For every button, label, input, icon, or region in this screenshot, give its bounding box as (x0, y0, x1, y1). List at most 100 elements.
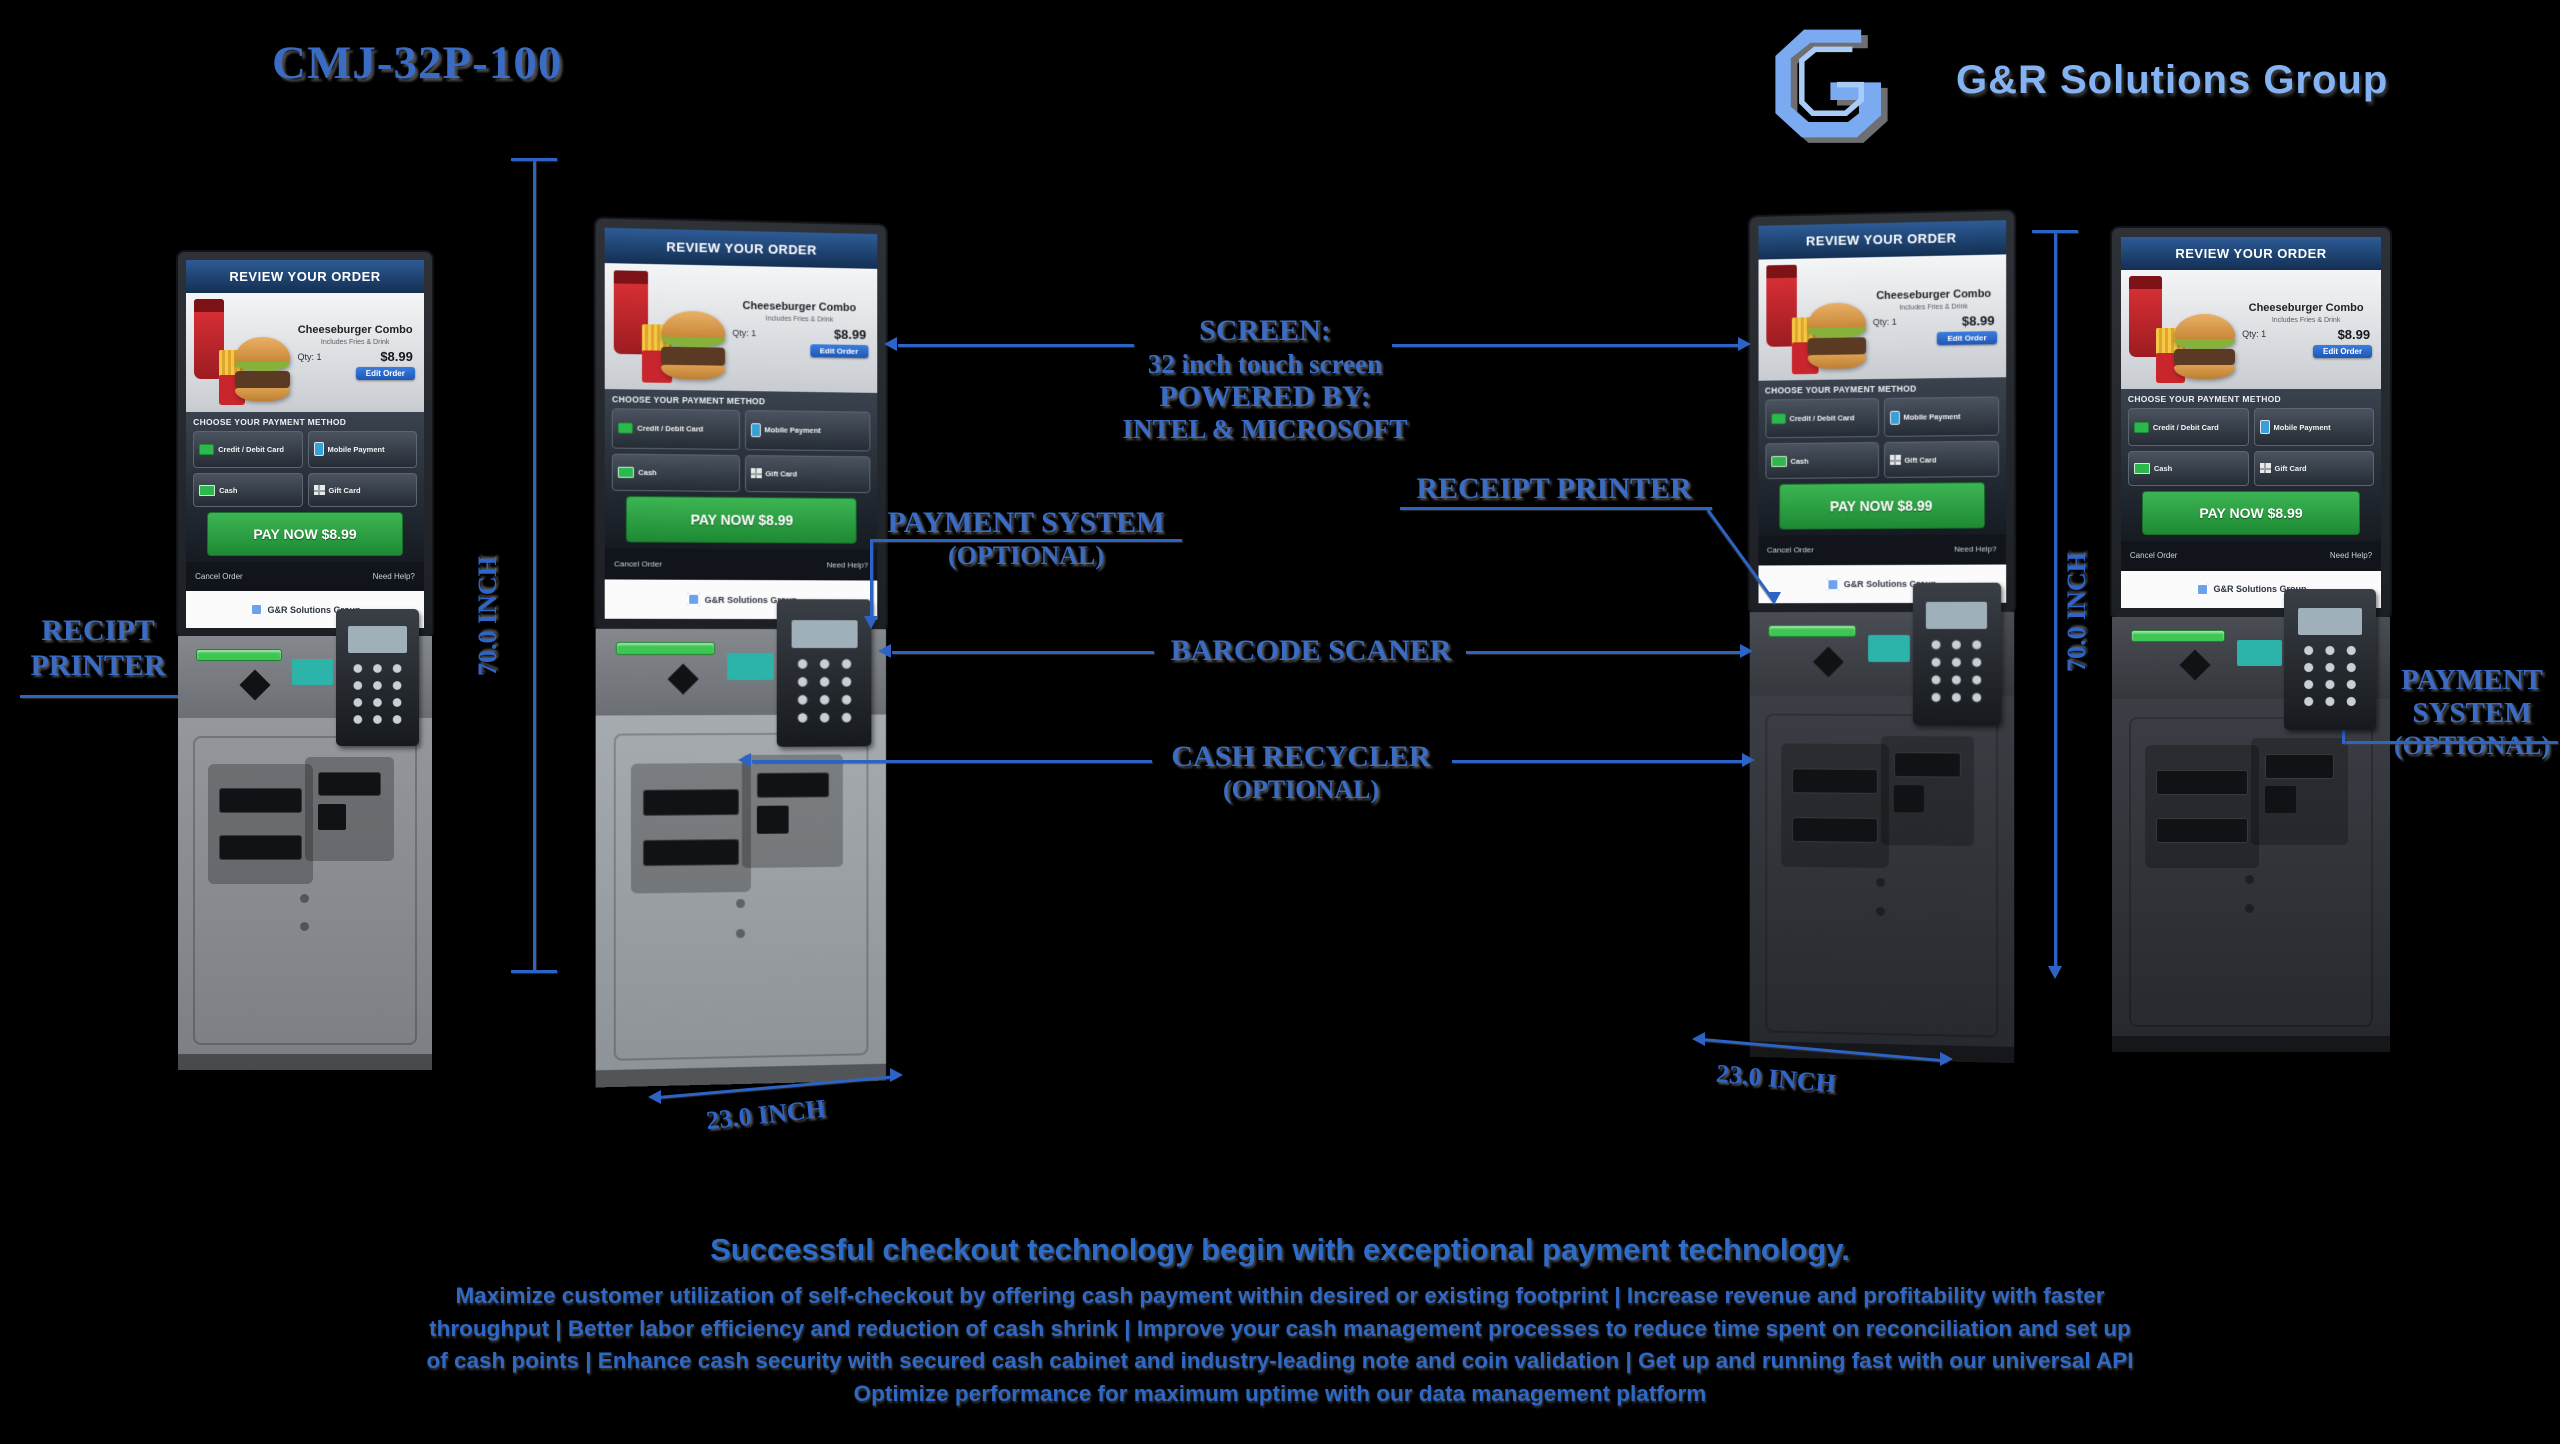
kiosk-screen-bezel: REVIEW YOUR ORDER Cheeseb (178, 252, 432, 636)
footer-line-1: Maximize customer utilization of self-ch… (70, 1280, 2490, 1313)
burger-bun-top (2174, 314, 2235, 339)
coin-module (1881, 736, 1974, 845)
item-price: $8.99 (2338, 327, 2371, 342)
dimension-arrow-width-left-b (890, 1068, 903, 1082)
dimension-arrow-width-left-a (648, 1090, 661, 1104)
footer-heading: Successful checkout technology begin wit… (70, 1232, 2490, 1268)
payment-credit-debit-button: Credit / Debit Card (1765, 398, 1879, 438)
burger-patty (1808, 338, 1866, 356)
kiosk-plinth (1750, 1041, 2015, 1063)
kiosk-screen: REVIEW YOUR ORDER Cheeseb (186, 260, 424, 628)
arrow-head-cash-right (1742, 753, 1755, 767)
payment-credit-debit-label: Credit / Debit Card (1789, 413, 1854, 423)
burger-patty (2174, 349, 2235, 366)
item-name: Cheeseburger Combo (295, 324, 414, 336)
pay-now-row: PAY NOW $8.99 (612, 495, 870, 544)
gr-logo-icon (2196, 583, 2209, 596)
barcode-scanner-pad (1868, 635, 1910, 662)
dimension-width-label-left: 23.0 INCH (705, 1094, 827, 1136)
order-info: Cheeseburger Combo Includes Fries & Drin… (730, 270, 871, 389)
payment-section: CHOOSE YOUR PAYMENT METHOD Credit / Debi… (186, 412, 424, 562)
payment-method-grid: Credit / Debit Card Mobile Payment Cash (1765, 396, 1999, 479)
callout-cash-line1: CASH RECYCLER (1150, 740, 1452, 775)
payment-credit-debit-button: Credit / Debit Card (2128, 408, 2249, 446)
need-help-link: Need Help? (373, 572, 415, 581)
screen-header: REVIEW YOUR ORDER (605, 228, 877, 269)
item-description: Includes Fries & Drink (295, 339, 414, 346)
burger-bun-bottom (235, 388, 291, 402)
arrow-line-screen-left (898, 344, 1134, 347)
payment-cash-button: Cash (1765, 442, 1879, 479)
payment-mobile-button: Mobile Payment (2254, 408, 2375, 446)
kiosk-screen-bezel: REVIEW YOUR ORDER Cheeseb (2112, 228, 2390, 617)
bill-slot (643, 839, 739, 866)
arrow-line-barcode-right (1466, 651, 1742, 654)
screen-header-title: REVIEW YOUR ORDER (229, 269, 380, 284)
credit-card-icon (618, 423, 633, 434)
payment-gift-button: Gift Card (744, 455, 870, 493)
terminal-screen (2298, 608, 2362, 635)
callout-payment-right-line3: (OPTIONAL) (2386, 731, 2558, 761)
coin-return (2265, 786, 2296, 813)
gr-solutions-logo-icon (1760, 12, 1892, 144)
cash-icon (199, 485, 215, 496)
payment-gift-button: Gift Card (308, 473, 417, 507)
dimension-cap-bottom-left (511, 970, 557, 973)
burger-icon (235, 337, 291, 405)
kiosk-screen: REVIEW YOUR ORDER Cheeseb (605, 228, 877, 619)
kiosk-1-front-left: REVIEW YOUR ORDER Cheeseb (178, 252, 432, 1070)
burger-icon (2174, 314, 2235, 383)
gift-card-icon (2260, 463, 2271, 473)
screen-header: REVIEW YOUR ORDER (1758, 220, 2006, 260)
order-info: Cheeseburger Combo Includes Fries & Drin… (2240, 274, 2375, 385)
item-price: $8.99 (1962, 313, 1995, 329)
receipt-printer-slot (2131, 630, 2225, 642)
kiosk-screen-bezel: REVIEW YOUR ORDER Cheeseb (1750, 211, 2015, 612)
payment-cash-label: Cash (1790, 456, 1808, 465)
screen-header-title: REVIEW YOUR ORDER (666, 240, 816, 258)
diamond-decal (667, 664, 698, 695)
coin-module (305, 757, 394, 861)
arrow-line-payment-center (870, 539, 873, 619)
callout-payment-right-line1: PAYMENT (2386, 664, 2558, 697)
payment-method-grid: Credit / Debit Card Mobile Payment Cash (2128, 408, 2374, 485)
payment-terminal (1913, 583, 2001, 726)
underline-receipt-right (1400, 507, 1712, 510)
burger-lettuce (235, 362, 291, 372)
payment-mobile-label: Mobile Payment (2274, 423, 2331, 432)
terminal-screen (1926, 601, 1987, 628)
kiosk-screen: REVIEW YOUR ORDER Cheeseb (1758, 220, 2006, 604)
arrow-head-payment-center (864, 616, 878, 629)
payment-terminal (2284, 589, 2376, 730)
payment-mobile-label: Mobile Payment (1903, 412, 1960, 422)
order-section: Cheeseburger Combo Includes Fries & Drin… (605, 263, 877, 392)
bill-slot (643, 789, 739, 816)
item-description: Includes Fries & Drink (730, 315, 868, 325)
kiosk-2-angled-light: REVIEW YOUR ORDER Cheeseb (596, 219, 886, 1088)
callout-receipt-printer-right: RECEIPT PRINTER (1398, 472, 1710, 507)
mobile-payment-icon (314, 442, 324, 456)
need-help-link: Need Help? (2330, 551, 2372, 560)
screen-header: REVIEW YOUR ORDER (186, 260, 424, 293)
payment-method-heading: CHOOSE YOUR PAYMENT METHOD (2128, 394, 2374, 404)
callout-receipt-left-line2: PRINTER (18, 649, 178, 684)
payment-gift-label: Gift Card (1904, 455, 1936, 464)
cash-recycler-unit (2145, 745, 2259, 868)
screen-footer: Cancel Order Need Help? (605, 549, 877, 581)
receipt-printer-slot (1768, 625, 1857, 637)
callout-payment-right-line2: SYSTEM (2386, 697, 2558, 730)
pay-now-button: PAY NOW $8.99 (1779, 482, 1985, 529)
item-qty: Qty: 1 (1873, 317, 1897, 327)
item-name: Cheeseburger Combo (2240, 302, 2372, 314)
pay-now-row: PAY NOW $8.99 (1765, 481, 1999, 529)
credit-card-icon (2134, 422, 2149, 433)
bill-slot (2156, 818, 2248, 843)
qty-price-row: Qty: 1 $8.99 (2240, 327, 2372, 342)
kiosk: REVIEW YOUR ORDER Cheeseb (1750, 211, 2015, 1063)
coin-slot (2265, 754, 2335, 778)
brand-name: G&R Solutions Group (1956, 58, 2388, 103)
coin-module (742, 755, 843, 868)
kiosk-cabinet (1750, 696, 2015, 1063)
payment-cash-button: Cash (612, 453, 739, 492)
combo-meal-image (2127, 274, 2236, 385)
